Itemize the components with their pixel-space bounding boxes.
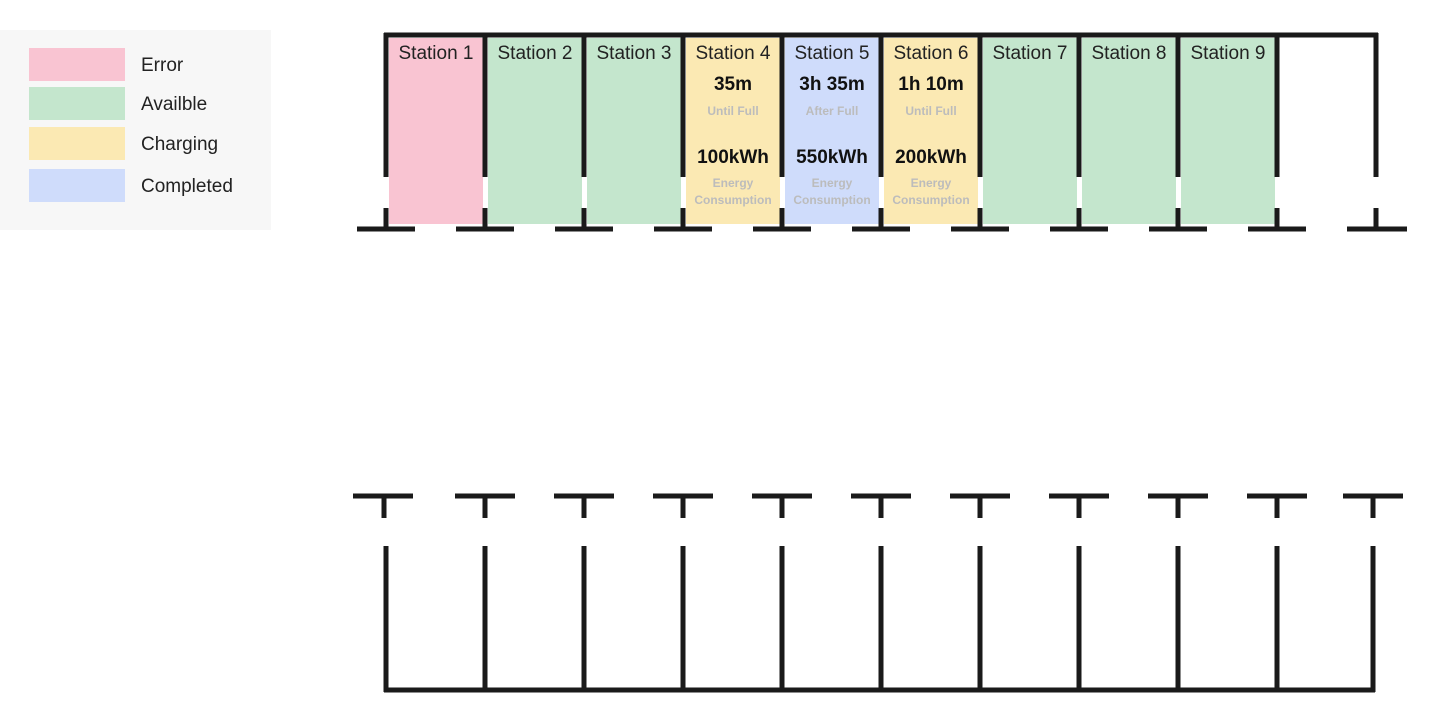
station-name: Station 1 xyxy=(398,43,474,64)
station-8[interactable]: Station 8 xyxy=(1082,38,1176,224)
time-value: 1h 10m xyxy=(898,74,964,95)
legend-swatch xyxy=(29,127,125,160)
time-value: 3h 35m xyxy=(799,74,865,95)
station-name: Station 5 xyxy=(794,43,870,64)
legend-item-completed: Completed xyxy=(29,169,271,202)
station-4[interactable]: Station 4 35m Until Full 100kWh Energy C… xyxy=(686,38,780,224)
station-7[interactable]: Station 7 xyxy=(983,38,1077,224)
station-9[interactable]: Station 9 xyxy=(1181,38,1275,224)
station-name: Station 9 xyxy=(1190,43,1266,64)
energy-label: Energy Consumption xyxy=(892,176,970,207)
legend-swatch xyxy=(29,87,125,120)
legend-item-error: Error xyxy=(29,48,271,81)
status-legend: Error Availble Charging Completed xyxy=(0,30,271,230)
legend-swatch xyxy=(29,48,125,81)
legend-label: Error xyxy=(141,55,184,76)
energy-value: 200kWh xyxy=(895,147,967,168)
time-label: After Full xyxy=(805,104,859,118)
legend-label: Availble xyxy=(141,94,208,115)
time-label: Until Full xyxy=(905,104,957,118)
station-name: Station 2 xyxy=(497,43,573,64)
legend-item-charging: Charging xyxy=(29,127,271,160)
energy-label: Energy Consumption xyxy=(694,176,772,207)
legend-swatch xyxy=(29,169,125,202)
legend-label: Completed xyxy=(141,176,233,197)
energy-value: 100kWh xyxy=(697,147,769,168)
time-value: 35m xyxy=(713,74,753,95)
station-name: Station 6 xyxy=(893,43,969,64)
station-1[interactable]: Station 1 xyxy=(389,38,483,224)
station-name: Station 8 xyxy=(1091,43,1167,64)
energy-value: 550kWh xyxy=(796,147,868,168)
station-6[interactable]: Station 6 1h 10m Until Full 200kWh Energ… xyxy=(884,38,978,224)
energy-label: Energy Consumption xyxy=(793,176,871,207)
station-name: Station 3 xyxy=(596,43,672,64)
legend-label: Charging xyxy=(141,134,219,155)
time-label: Until Full xyxy=(707,104,759,118)
station-name: Station 7 xyxy=(992,43,1068,64)
station-5[interactable]: Station 5 3h 35m After Full 550kWh Energ… xyxy=(785,38,879,224)
station-3[interactable]: Station 3 xyxy=(587,38,681,224)
station-2[interactable]: Station 2 xyxy=(488,38,582,224)
station-name: Station 4 xyxy=(695,43,771,64)
legend-item-available: Availble xyxy=(29,87,271,120)
